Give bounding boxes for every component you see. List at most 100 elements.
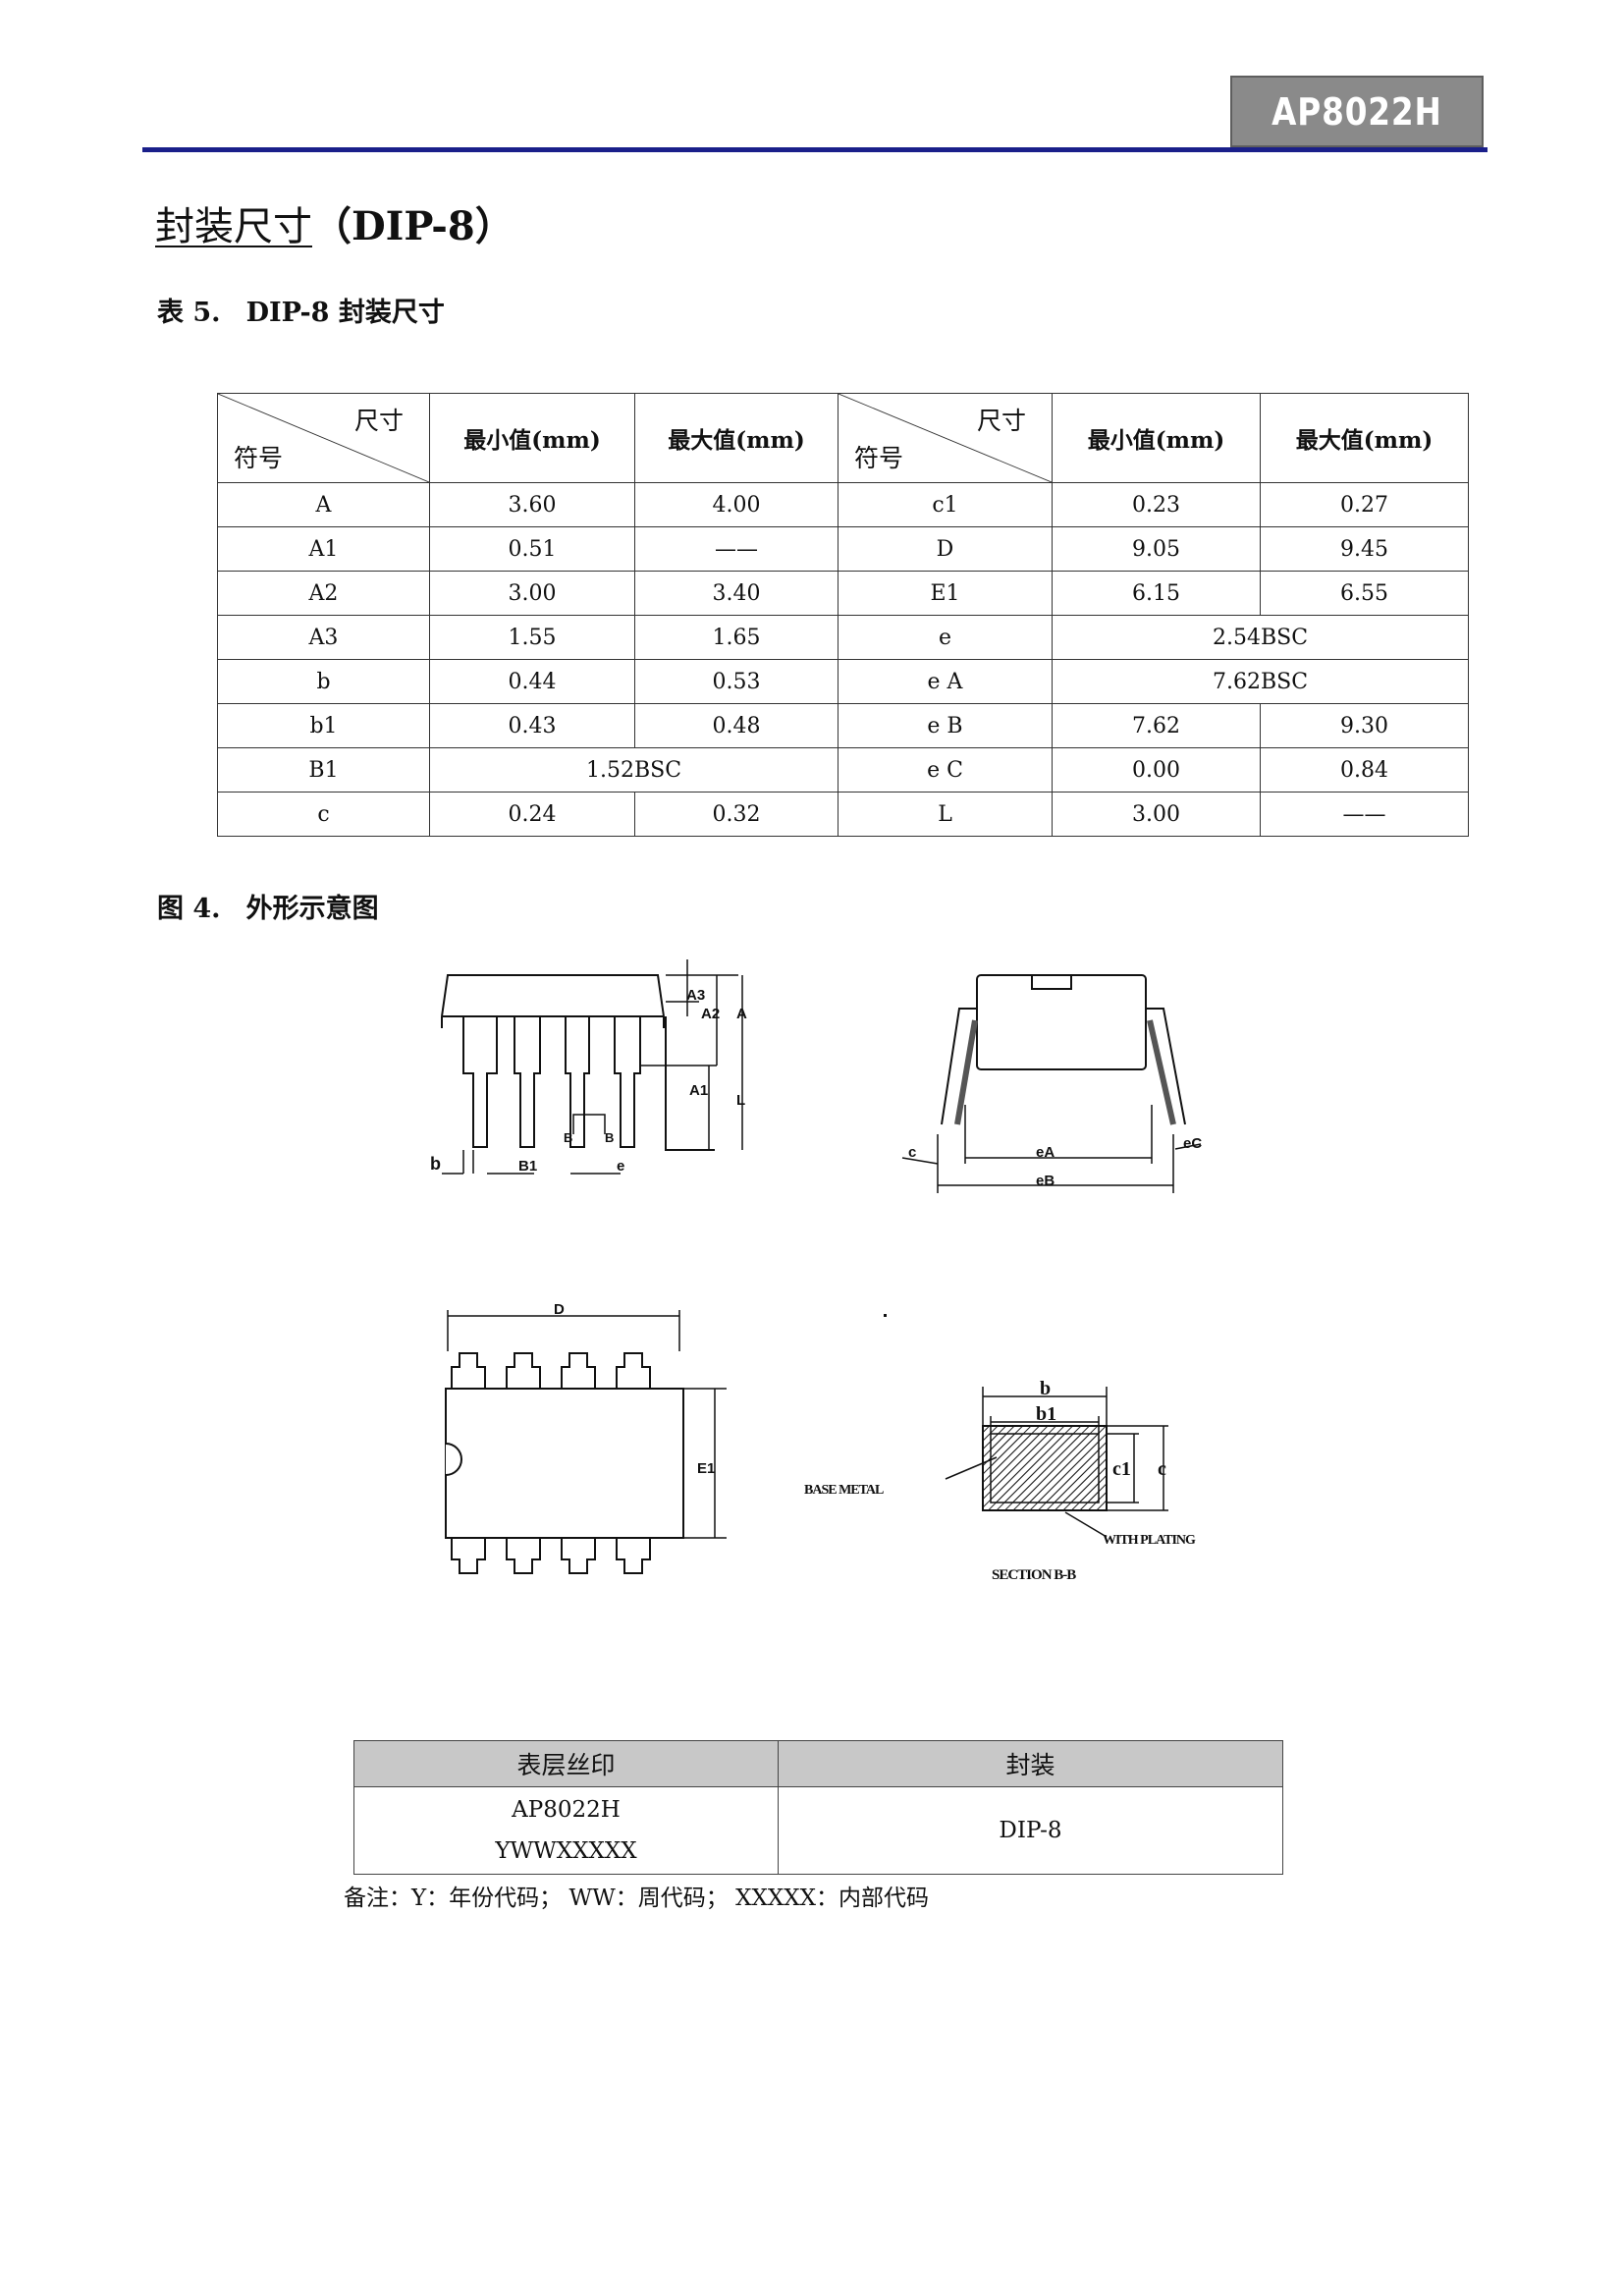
max-cell: —— <box>634 526 839 572</box>
label-c: c <box>908 1144 916 1161</box>
marking-line: YWWXXXXX <box>495 1838 637 1864</box>
label-B-2: B <box>605 1130 614 1145</box>
table-caption-number: 表 5. <box>157 298 221 328</box>
label-E1: E1 <box>697 1460 715 1477</box>
note-text: 备注：Y：年份代码； WW：周代码； XXXXX：内部代码 <box>344 1886 929 1911</box>
marking-table: 表层丝印 封装 AP8022H YWWXXXXX DIP-8 <box>353 1740 1283 1875</box>
section-bb-diagram: b b1 c1 c BASE METAL WITH PLATING SECTIO… <box>804 1314 1197 1583</box>
marking-header: 表层丝印 <box>353 1740 779 1787</box>
merged-value-cell: 1.52BSC <box>429 747 839 793</box>
label-eB: eB <box>1036 1173 1055 1189</box>
table-row: A1 0.51 —— D 9.05 9.45 <box>217 526 1469 572</box>
diagonal-line <box>839 394 1052 482</box>
min-cell: 0.00 <box>1052 747 1261 793</box>
merged-value-cell: 2.54BSC <box>1052 615 1469 660</box>
section-title-paren: （DIP-8） <box>312 203 514 249</box>
label-section-title: SECTION B-B <box>992 1567 1076 1583</box>
section-title: 封装尺寸（DIP-8） <box>155 194 514 251</box>
marking-line: AP8022H <box>512 1797 621 1823</box>
min-cell: 9.05 <box>1052 526 1261 572</box>
table-caption-text: DIP-8 封装尺寸 <box>245 298 445 328</box>
min-header: 最小值(mm) <box>429 393 635 483</box>
label-A3: A3 <box>686 987 705 1004</box>
max-cell: 3.40 <box>634 571 839 616</box>
label-B: B <box>564 1130 572 1145</box>
label-section-c1: c1 <box>1112 1458 1131 1480</box>
table-row: AP8022H YWWXXXXX DIP-8 <box>353 1786 1283 1875</box>
label-section-b: b <box>1040 1378 1051 1399</box>
max-cell: 0.32 <box>634 792 839 837</box>
diag-top-label: 尺寸 <box>353 407 404 435</box>
max-header: 最大值(mm) <box>634 393 839 483</box>
max-cell: 4.00 <box>634 482 839 527</box>
max-cell: 0.48 <box>634 703 839 748</box>
label-section-c: c <box>1158 1458 1166 1480</box>
label-base-metal: BASE METAL <box>804 1483 884 1498</box>
symbol-cell: b1 <box>217 703 430 748</box>
header-rule <box>142 147 1488 152</box>
diagonal-header-cell: 尺寸 符号 <box>838 393 1053 483</box>
figure-caption: 图 4. 外形示意图 <box>157 887 379 925</box>
symbol-cell: c1 <box>838 482 1053 527</box>
min-cell: 7.62 <box>1052 703 1261 748</box>
max-cell: 0.53 <box>634 659 839 704</box>
table-row: A 3.60 4.00 c1 0.23 0.27 <box>217 482 1469 527</box>
symbol-cell: e B <box>838 703 1053 748</box>
min-cell: 0.44 <box>429 659 635 704</box>
label-B1: B1 <box>518 1158 537 1175</box>
dimension-table-header: 尺寸 符号 最小值(mm) 最大值(mm) 尺寸 符号 最小值(mm) 最大值(… <box>217 393 1469 483</box>
marking-table-header: 表层丝印 封装 <box>353 1740 1283 1787</box>
label-D: D <box>554 1301 565 1318</box>
label-eC: eC <box>1183 1135 1202 1152</box>
table-row: A3 1.55 1.65 e 2.54BSC <box>217 615 1469 660</box>
min-cell: 1.55 <box>429 615 635 660</box>
max-cell: —— <box>1260 792 1469 837</box>
symbol-cell: e <box>838 615 1053 660</box>
table-row: A2 3.00 3.40 E1 6.15 6.55 <box>217 571 1469 616</box>
front-view-diagram: A3 A2 A A1 L b B1 B B e <box>430 959 747 1175</box>
min-cell: 0.51 <box>429 526 635 572</box>
label-b: b <box>430 1154 441 1174</box>
marking-cell: AP8022H YWWXXXXX <box>353 1786 779 1875</box>
label-eA: eA <box>1036 1144 1055 1161</box>
symbol-cell: E1 <box>838 571 1053 616</box>
label-section-b1: b1 <box>1036 1403 1056 1425</box>
label-e: e <box>617 1158 624 1175</box>
symbol-cell: A3 <box>217 615 430 660</box>
merged-value-cell: 7.62BSC <box>1052 659 1469 704</box>
min-cell: 6.15 <box>1052 571 1261 616</box>
top-view-diagram: D E1 <box>445 1301 727 1574</box>
min-cell: 0.23 <box>1052 482 1261 527</box>
dimension-table: 尺寸 符号 最小值(mm) 最大值(mm) 尺寸 符号 最小值(mm) 最大值(… <box>217 393 1469 837</box>
min-cell: 3.00 <box>429 571 635 616</box>
figure-caption-number: 图 4. <box>157 894 221 924</box>
symbol-cell: A <box>217 482 430 527</box>
table-row: B1 1.52BSC e C 0.00 0.84 <box>217 747 1469 793</box>
diagonal-header-cell: 尺寸 符号 <box>217 393 430 483</box>
max-cell: 0.84 <box>1260 747 1469 793</box>
min-cell: 0.43 <box>429 703 635 748</box>
min-cell: 0.24 <box>429 792 635 837</box>
diagonal-line <box>218 394 429 482</box>
figure-caption-text: 外形示意图 <box>245 894 379 924</box>
diag-bottom-label: 符号 <box>234 444 284 472</box>
min-header: 最小值(mm) <box>1052 393 1261 483</box>
symbol-cell: B1 <box>217 747 430 793</box>
label-A: A <box>736 1006 747 1022</box>
package-header: 封装 <box>778 1740 1283 1787</box>
symbol-cell: A2 <box>217 571 430 616</box>
label-A1: A1 <box>689 1082 708 1099</box>
max-cell: 0.27 <box>1260 482 1469 527</box>
min-cell: 3.60 <box>429 482 635 527</box>
part-number-badge: AP8022H <box>1230 76 1484 147</box>
symbol-cell: c <box>217 792 430 837</box>
max-cell: 9.45 <box>1260 526 1469 572</box>
max-header: 最大值(mm) <box>1260 393 1469 483</box>
section-title-cn: 封装尺寸 <box>155 204 312 249</box>
table-row: b1 0.43 0.48 e B 7.62 9.30 <box>217 703 1469 748</box>
label-with-plating: WITH PLATING <box>1103 1533 1196 1548</box>
diag-bottom-label: 符号 <box>854 444 904 472</box>
symbol-cell: b <box>217 659 430 704</box>
symbol-cell: e A <box>838 659 1053 704</box>
diag-top-label: 尺寸 <box>976 407 1026 435</box>
